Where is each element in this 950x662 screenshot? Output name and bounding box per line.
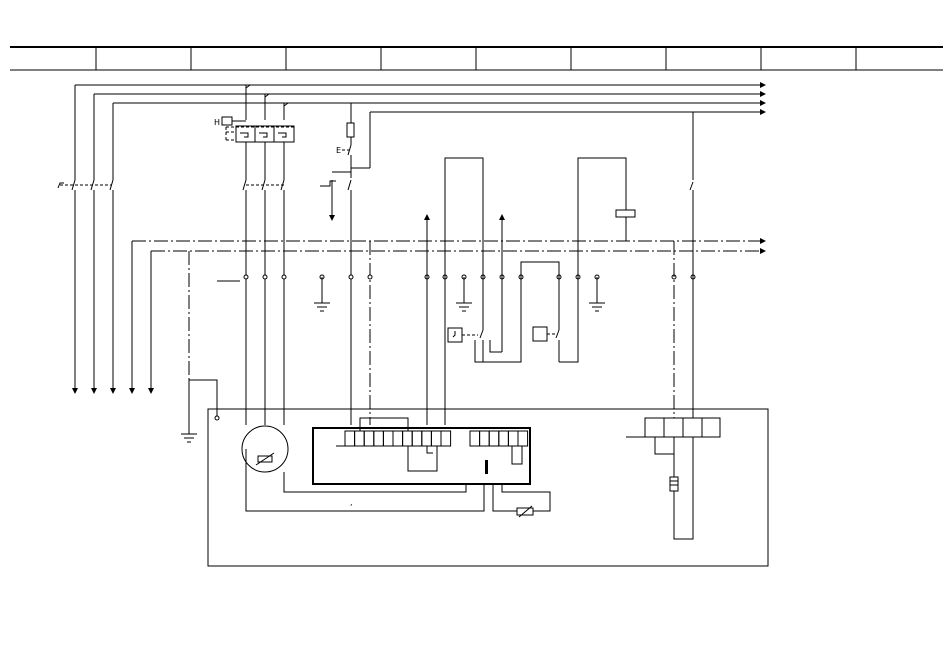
svg-text:,: , <box>350 498 353 507</box>
motor-contactor-group: H <box>214 85 295 425</box>
arrow-up-icon <box>424 214 430 220</box>
controller-terminal <box>393 431 403 446</box>
overload-relay <box>236 126 294 142</box>
relay-coil <box>616 210 635 217</box>
arrow-right-icon <box>760 91 766 97</box>
arrow-down-icon <box>91 388 97 394</box>
control-fuse <box>347 123 354 137</box>
terminal-dot <box>349 275 353 279</box>
controller-terminal <box>345 431 355 446</box>
ground-symbols <box>181 277 605 442</box>
arrow-down-icon <box>129 388 135 394</box>
arrow-down-icon <box>329 215 335 221</box>
controller-terminal <box>431 431 441 446</box>
ground-icon <box>456 277 472 311</box>
controller-terminal <box>383 431 393 446</box>
ground-icon <box>181 380 197 442</box>
arrow-right-icon <box>760 248 766 254</box>
controller-terminal <box>518 431 528 446</box>
overload-label: H <box>214 118 220 127</box>
arrow-up-icon <box>499 214 505 220</box>
controller-terminal <box>508 431 518 446</box>
temperature-switch <box>533 327 547 341</box>
arrow-right-icon <box>760 82 766 88</box>
main-disconnect-switch <box>58 180 113 190</box>
controller-terminal <box>489 431 499 446</box>
controller-terminal <box>470 431 480 446</box>
signal-bus <box>132 238 766 254</box>
terminal-dot <box>282 275 286 279</box>
terminal-dot <box>263 275 267 279</box>
controller-terminal <box>364 431 374 446</box>
ground-icon <box>314 277 330 311</box>
controller-terminal <box>480 431 490 446</box>
controller-terminals <box>345 431 528 446</box>
fuse-link <box>485 460 488 474</box>
arrow-down-icon <box>148 388 154 394</box>
right-terminal-block <box>626 418 720 539</box>
pushbutton-label: E <box>336 146 341 155</box>
terminal-dot <box>368 275 372 279</box>
arrow-down-icon <box>72 388 78 394</box>
arrow-right-icon <box>760 100 766 106</box>
title-block-dividers <box>96 47 856 70</box>
controller-terminal <box>441 431 451 446</box>
terminal-dot <box>244 275 248 279</box>
motor-icon <box>242 426 288 472</box>
controller-terminal <box>499 431 509 446</box>
controller-terminal <box>374 431 384 446</box>
ground-icon <box>589 277 605 311</box>
controller-terminal <box>403 431 413 446</box>
power-bus <box>58 82 766 394</box>
title-block <box>10 47 943 70</box>
controller-terminal <box>412 431 422 446</box>
machine-enclosure: , <box>208 409 768 566</box>
controller-terminal <box>355 431 365 446</box>
terminal-strip <box>244 275 695 279</box>
controller-terminal <box>422 431 432 446</box>
arrow-right-icon <box>760 238 766 244</box>
arrow-down-icon <box>110 388 116 394</box>
arrow-right-icon <box>760 109 766 115</box>
heater-element <box>670 477 678 491</box>
control-circuit: E <box>320 103 370 425</box>
